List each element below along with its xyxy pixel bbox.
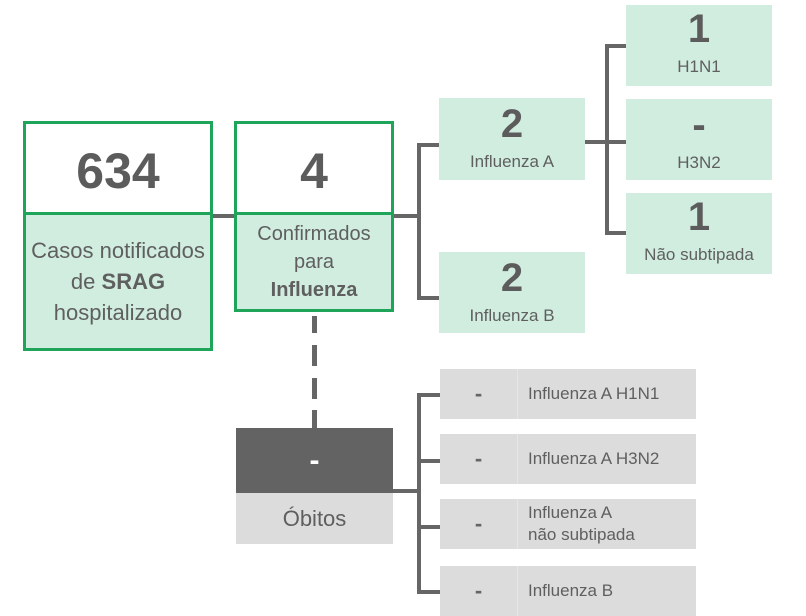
connector-to-h3n2 [605, 140, 626, 144]
subtype-value: 1 [687, 195, 711, 239]
connector-to-h1n1 [605, 44, 626, 48]
connector-deaths-vertical [417, 393, 421, 594]
confirmed-influenza-value: 4 [237, 124, 391, 218]
connector-to-death-row [417, 393, 440, 397]
connector-to-death-row [417, 525, 440, 529]
connector-to-death-row [417, 459, 440, 463]
death-row-value: - [474, 578, 483, 603]
death-row-label: Influenza A H1N1 [517, 369, 696, 419]
connector-deaths-rows [393, 489, 420, 493]
death-row-value: - [474, 381, 483, 406]
connector-a-subtypes [585, 140, 608, 144]
death-row-influenza-b: - Influenza B [440, 566, 696, 616]
subtype-nao-subtipada-box: 1 Não subtipada [626, 193, 772, 274]
influenza-b-label: Influenza B [469, 306, 555, 325]
subtype-label: H1N1 [677, 57, 721, 76]
dashed-connector-dash [312, 378, 317, 399]
dashed-connector-dash [312, 345, 317, 366]
influenza-a-label: Influenza A [469, 152, 555, 171]
confirmed-influenza-label: Confirmados para Influenza [237, 212, 391, 309]
subtype-label: Não subtipada [644, 245, 754, 264]
subtype-h3n2-box: - H3N2 [626, 99, 772, 180]
deaths-label: Óbitos [236, 493, 393, 544]
subtype-value: - [692, 103, 706, 147]
connector-confirmed-types [393, 214, 419, 218]
subtype-label: H3N2 [677, 153, 721, 172]
deaths-value: - [236, 428, 393, 493]
connector-srag-confirmed [212, 214, 235, 218]
deaths-box: - Óbitos [236, 428, 393, 544]
connector-subtypes-vertical [605, 44, 609, 235]
connector-to-influenza-a [417, 143, 439, 147]
influenza-b-value: 2 [500, 256, 524, 300]
subtype-h1n1-box: 1 H1N1 [626, 5, 772, 86]
dashed-connector-dash [312, 316, 317, 333]
connector-types-vertical [417, 143, 421, 300]
subtype-value: 1 [687, 7, 711, 51]
influenza-a-box: 2 Influenza A [439, 98, 585, 180]
death-row-h1n1: - Influenza A H1N1 [440, 369, 696, 419]
death-row-label: Influenza B [517, 566, 696, 616]
death-row-value: - [474, 511, 483, 536]
death-row-value: - [474, 446, 483, 471]
death-row-h3n2: - Influenza A H3N2 [440, 434, 696, 484]
connector-to-death-row [417, 590, 440, 594]
influenza-b-box: 2 Influenza B [439, 252, 585, 333]
srag-cases-box: 634 Casos notificados de SRAG hospitaliz… [23, 121, 213, 351]
influenza-a-value: 2 [500, 102, 524, 146]
confirmed-influenza-box: 4 Confirmados para Influenza [234, 121, 394, 312]
srag-cases-value: 634 [26, 124, 210, 218]
dashed-connector-dash [312, 410, 317, 428]
death-row-label: Influenza A H3N2 [517, 434, 696, 484]
connector-to-nao-subtipada [605, 231, 626, 235]
srag-cases-label: Casos notificados de SRAG hospitalizado [26, 212, 210, 348]
connector-to-influenza-b [417, 296, 439, 300]
